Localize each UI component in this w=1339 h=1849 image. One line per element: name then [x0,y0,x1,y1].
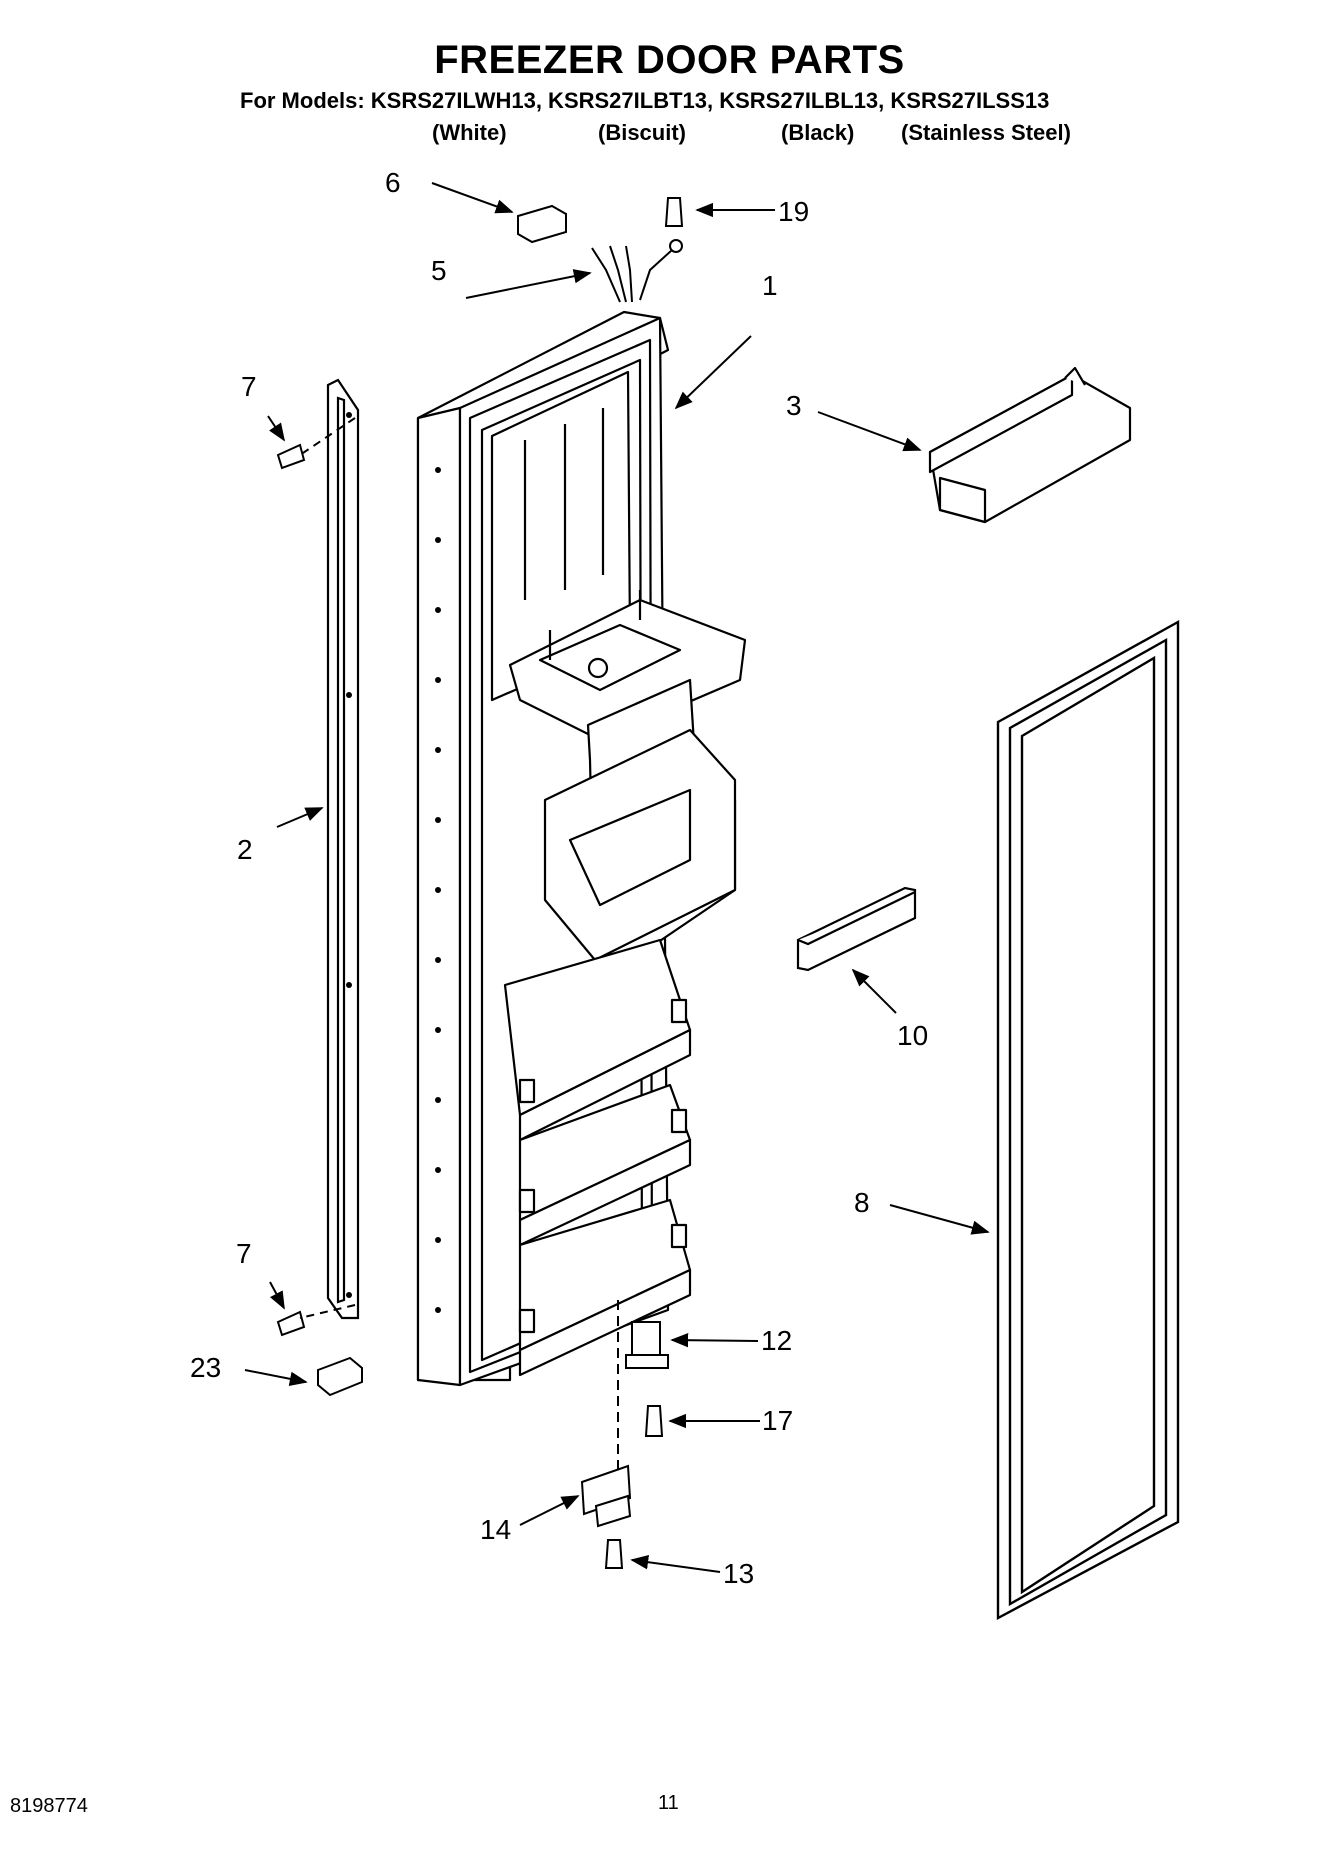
callout-3: 3 [786,390,802,421]
callout-19: 19 [778,196,810,227]
page-number: 11 [658,1792,679,1814]
door-bracket [928,366,1132,524]
callout-13: 13 [723,1558,755,1589]
callout-17: 17 [762,1405,794,1436]
callout-12: 12 [761,1325,793,1356]
variant-black: (Black) [781,120,855,145]
callout-1: 1 [762,270,778,301]
callout-6: 6 [385,167,401,198]
variant-white: (White) [432,120,507,145]
callout-2: 2 [237,834,253,865]
variant-stainless-steel: (Stainless Steel) [901,120,1071,145]
callout-23: 23 [190,1352,222,1383]
page-title: FREEZER DOOR PARTS [434,38,905,82]
callout-7-top: 7 [241,371,257,402]
door-gasket [996,619,1180,1620]
callout-8: 8 [854,1187,870,1218]
callout-14: 14 [480,1514,512,1545]
small-parts [276,197,684,1569]
door-assembly [416,310,747,1387]
variant-biscuit: (Biscuit) [598,120,686,145]
side-trim-strip [326,378,360,1320]
models-line: For Models: KSRS27ILWH13, KSRS27ILBT13, … [240,88,1050,113]
callout-5: 5 [431,255,447,286]
leader-lines [244,182,990,1573]
callout-7-bottom: 7 [236,1238,252,1269]
variant-labels: (White) (Biscuit) (Black) (Stainless Ste… [0,120,1339,150]
channel-part [796,886,917,972]
document-number: 8198774 [10,1795,88,1817]
callout-10: 10 [897,1020,929,1051]
